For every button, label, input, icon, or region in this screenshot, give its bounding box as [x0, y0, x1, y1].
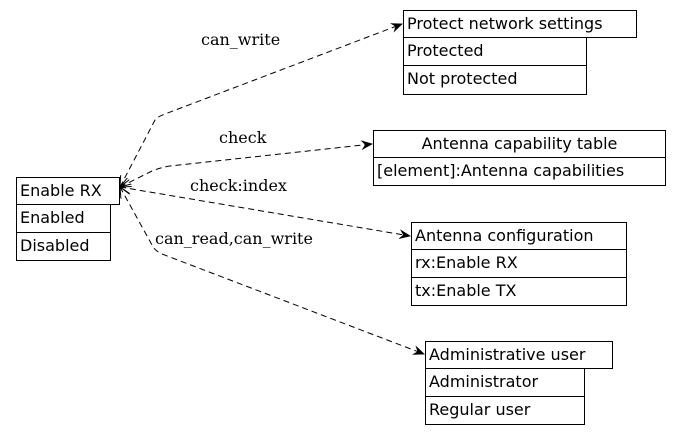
node-enable-rx-item: Enabled: [16, 204, 111, 233]
node-protect-network-item: Protected: [403, 37, 587, 66]
node-admin-user-title: Administrative user: [425, 341, 613, 369]
node-admin-user-item: Administrator: [425, 368, 585, 397]
node-enable-rx-item: Disabled: [16, 232, 111, 261]
edge-label-check-index: check:index: [190, 176, 287, 195]
edge-check: [120, 144, 372, 187]
node-antenna-config-item: tx:Enable TX: [411, 277, 627, 306]
edge-label-check: check: [219, 128, 267, 147]
node-enable-rx-title: Enable RX: [16, 177, 120, 205]
edge-label-can-read-write: can_read,can_write: [155, 229, 313, 248]
node-antenna-cap-table-title: Antenna capability table: [373, 130, 666, 158]
node-antenna-cap-table-item: [element]:Antenna capabilities: [373, 157, 666, 186]
node-antenna-config-item: rx:Enable RX: [411, 249, 627, 278]
edge-label-can-write: can_write: [201, 30, 281, 49]
edge-can-write: [120, 24, 402, 187]
node-protect-network-title: Protect network settings: [403, 10, 637, 38]
node-antenna-config-title: Antenna configuration: [411, 222, 627, 250]
edge-can-read-write: [120, 187, 424, 354]
node-protect-network-item: Not protected: [403, 65, 587, 95]
node-admin-user-item: Regular user: [425, 396, 585, 425]
